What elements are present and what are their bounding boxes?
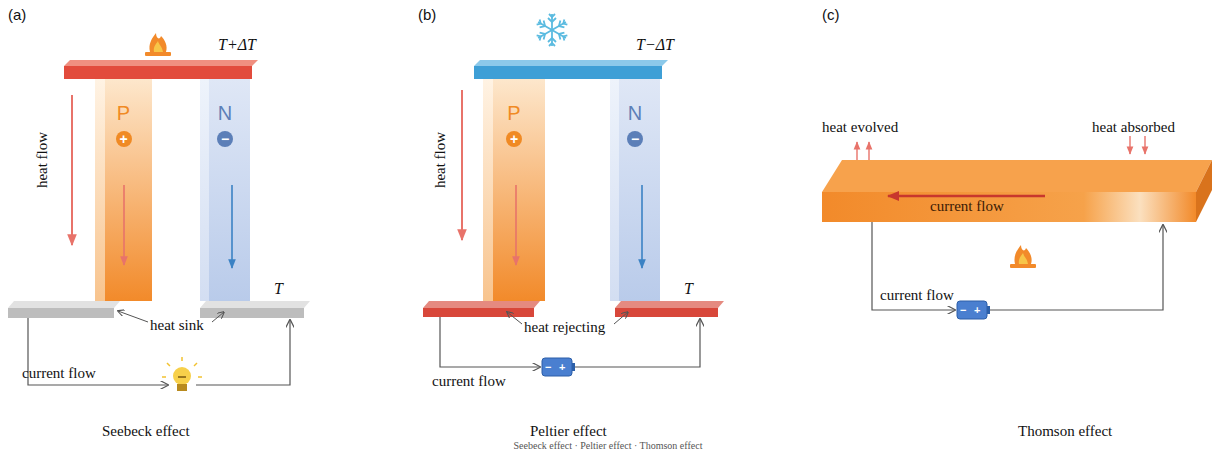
- part-label: heat rejecting: [524, 318, 605, 336]
- flame-icon: [145, 33, 171, 56]
- semiconductor-leg: N−: [610, 79, 660, 301]
- battery-sign: +: [559, 358, 565, 376]
- battery-symbol: [957, 301, 990, 319]
- seebeck-module: [8, 33, 310, 391]
- semiconductor-leg: P+: [95, 79, 152, 301]
- thomson-bar: [822, 136, 1212, 319]
- light-bulb: [162, 357, 202, 391]
- flow-label: heat flow: [431, 132, 449, 188]
- conductor-bar: current flow: [822, 160, 1212, 222]
- flow-label: current flow: [880, 286, 954, 304]
- panel-letter: (a): [8, 6, 26, 24]
- battery-sign: −: [960, 301, 966, 319]
- battery-symbol: [542, 358, 575, 376]
- flow-label: current flow: [930, 197, 1004, 215]
- panel-letter: (c): [822, 6, 840, 24]
- carrier-sign: −: [217, 131, 233, 147]
- temperature-label: T: [274, 280, 283, 298]
- temperature-label: T−ΔT: [636, 36, 674, 54]
- peltier-module: [423, 14, 724, 376]
- part-label: heat sink: [150, 316, 204, 334]
- panel-letter: (b): [418, 6, 436, 24]
- figure-caption: Seebeck effect · Peltier effect · Thomso…: [514, 440, 703, 452]
- panel-caption: Peltier effect: [530, 422, 607, 440]
- carrier-sign: +: [116, 131, 132, 147]
- flame-icon: [1010, 245, 1036, 268]
- carrier-sign: −: [627, 131, 643, 147]
- leg-letter: N: [628, 101, 642, 125]
- panel-caption: Seebeck effect: [102, 422, 190, 440]
- leg-letter: P: [117, 101, 130, 125]
- panel-caption: Thomson effect: [1018, 422, 1112, 440]
- temperature-label: T: [684, 280, 693, 298]
- leg-letter: P: [507, 101, 520, 125]
- flow-label: heat flow: [33, 132, 51, 188]
- semiconductor-leg: P+: [483, 79, 545, 301]
- flow-label: current flow: [22, 364, 96, 382]
- carrier-sign: +: [506, 131, 522, 147]
- semiconductor-leg: N−: [200, 79, 250, 301]
- leg-letter: N: [218, 101, 232, 125]
- battery-sign: +: [974, 301, 980, 319]
- flow-label: current flow: [432, 372, 506, 390]
- heat-label: heat evolved: [822, 118, 898, 136]
- temperature-label: T+ΔT: [218, 36, 256, 54]
- heat-label: heat absorbed: [1092, 118, 1175, 136]
- battery-sign: −: [545, 358, 551, 376]
- snowflake-icon: [536, 14, 568, 46]
